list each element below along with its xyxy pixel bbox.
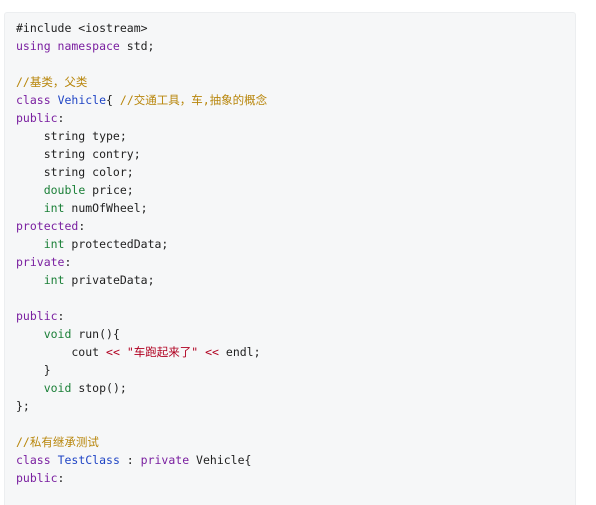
code-line: int protectedData; [16,235,267,253]
code-token-plain: { [106,93,120,107]
code-token-keyword: public [16,471,58,485]
code-token-keyword: private [16,255,65,269]
code-token-class: Vehicle [57,93,107,107]
code-token-plain: }; [16,399,30,413]
code-token-plain: } [16,363,51,377]
code-token-plain [16,201,44,215]
code-token-operator: << [106,345,120,359]
code-token-class: TestClass [57,453,120,467]
code-token-comment: //私有继承测试 [16,435,99,449]
code-line: public: [16,469,267,487]
code-line: ​ [16,289,267,307]
code-token-plain: cout [16,345,107,359]
code-token-keyword: class [16,453,51,467]
code-line: string type; [16,127,267,145]
code-token-type: int [43,273,65,287]
code-token-operator: << [205,345,219,359]
code-token-plain: : [119,453,141,467]
code-token-plain [51,453,58,467]
code-token-keyword: class [16,93,51,107]
code-token-plain: : [57,111,65,125]
code-line: class TestClass : private Vehicle{ [16,451,267,469]
code-line: class Vehicle{ //交通工具，车,抽象的概念 [16,91,267,109]
code-token-plain: endl; [218,345,261,359]
code-block: #include <iostream>using namespace std;​… [4,12,576,505]
code-token-plain: price; [85,183,134,197]
code-line: protected: [16,217,267,235]
code-token-type: int [43,237,65,251]
code-line: int numOfWheel; [16,199,267,217]
code-token-keyword: using namespace [16,39,120,53]
code-line: //私有继承测试 [16,433,267,451]
code-token-plain: : [64,255,72,269]
code-token-type: void [43,327,72,341]
code-line: string color; [16,163,267,181]
code-token-type: void [43,381,72,395]
code-token-plain [16,381,44,395]
code-token-keyword: protected [16,219,79,233]
code-token-plain: numOfWheel; [64,201,148,215]
code-line: void stop(); [16,379,267,397]
code-token-plain: std; [119,39,155,53]
code-token-plain: string type; [16,129,127,143]
code-token-plain [16,183,44,197]
code-token-type: int [43,201,65,215]
code-token-plain: stop(); [71,381,127,395]
code-token-string: "车跑起来了" [126,345,199,359]
code-token-keyword: public [16,309,58,323]
code-line: ​ [16,415,267,433]
code-token-plain: #include <iostream> [16,21,148,35]
code-token-plain: : [57,309,65,323]
code-line: public: [16,109,267,127]
code-line: int privateData; [16,271,267,289]
code-token-comment: //交通工具，车,抽象的概念 [119,93,268,107]
code-token-plain: protectedData; [64,237,169,251]
code-line: private: [16,253,267,271]
code-token-plain [16,327,44,341]
code-token-plain: : [78,219,86,233]
code-token-keyword: public [16,111,58,125]
code-text[interactable]: #include <iostream>using namespace std;​… [16,19,267,487]
code-line: } [16,361,267,379]
code-line: cout << "车跑起来了" << endl; [16,343,267,361]
code-token-plain: string contry; [16,147,141,161]
code-token-plain: privateData; [64,273,155,287]
code-line: void run(){ [16,325,267,343]
code-line: }; [16,397,267,415]
code-line: //基类，父类 [16,73,267,91]
code-token-plain [16,273,44,287]
code-line: double price; [16,181,267,199]
code-line: ​ [16,55,267,73]
code-token-plain: string color; [16,165,134,179]
code-token-plain: run(){ [71,327,120,341]
code-line: using namespace std; [16,37,267,55]
code-line: public: [16,307,267,325]
code-token-plain: Vehicle{ [189,453,252,467]
code-token-keyword: private [140,453,190,467]
code-token-type: double [43,183,86,197]
code-line: #include <iostream> [16,19,267,37]
code-line: string contry; [16,145,267,163]
code-token-plain [16,237,44,251]
code-token-plain [51,93,58,107]
code-token-plain: : [57,471,65,485]
code-token-comment: //基类，父类 [16,75,88,89]
code-token-plain [120,345,127,359]
